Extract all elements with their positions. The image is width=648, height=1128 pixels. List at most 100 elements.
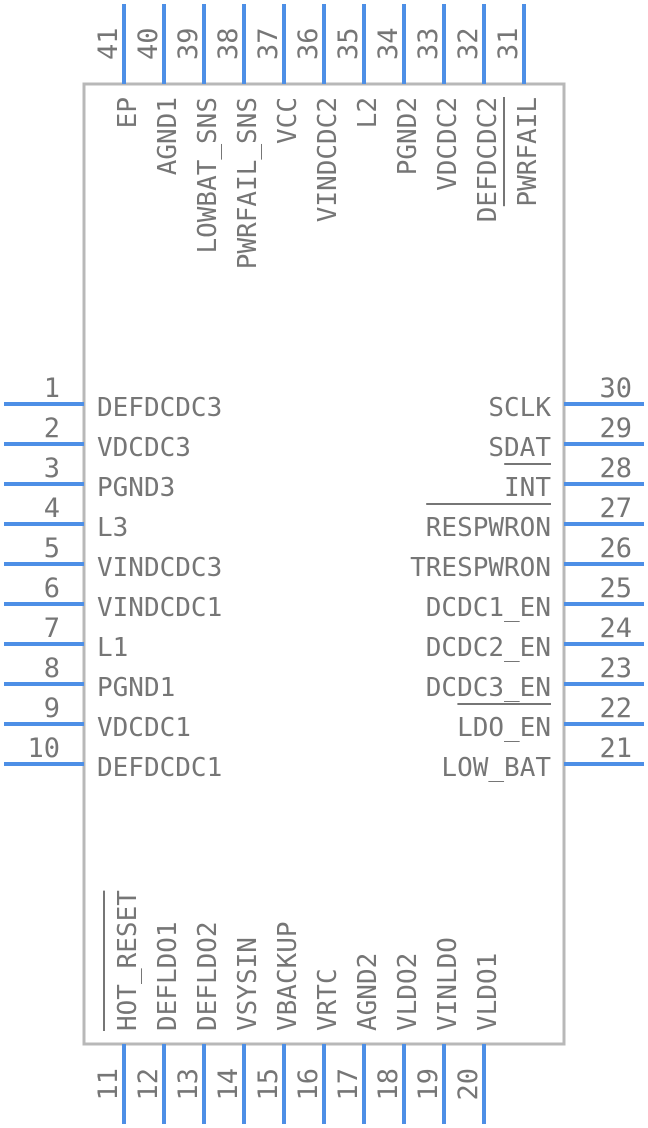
pin-number: 1 [44, 373, 60, 404]
pin-label: VINDCDC2 [313, 97, 343, 222]
pin-number: 10 [27, 733, 60, 764]
pin-number: 38 [213, 27, 244, 60]
pin-label: VINDCDC3 [97, 553, 222, 583]
pin-number: 6 [44, 573, 60, 604]
pin-label: DEFLDO1 [153, 921, 183, 1031]
pin-number: 9 [44, 693, 60, 724]
pin-label: PWRFAIL_SNS [233, 97, 263, 269]
pin-number: 7 [44, 613, 60, 644]
pin-label: VSYSIN [233, 937, 263, 1031]
pin-label: DCDC1_EN [426, 593, 551, 623]
pin-label: LOWBAT_SNS [193, 97, 223, 254]
pin-number: 36 [293, 27, 324, 60]
ic-body [82, 82, 566, 1046]
pin-number: 25 [599, 573, 632, 604]
pin-7: 7L1 [4, 613, 128, 663]
pin-label: VDCDC3 [97, 433, 191, 463]
pin-number: 16 [293, 1068, 324, 1101]
pin-number: 17 [333, 1068, 364, 1101]
pin-label: EP [113, 97, 143, 128]
pin-label: VCC [273, 97, 303, 144]
pin-number: 24 [599, 613, 632, 644]
pin-label: DCDC2_EN [426, 633, 551, 663]
pin-label: TRESPWRON [410, 553, 551, 583]
pin-number: 31 [493, 27, 524, 60]
pin-label: VDCDC2 [433, 97, 463, 191]
pin-number: 39 [173, 27, 204, 60]
pin-19: 19 VINLDO [413, 937, 463, 1124]
pin-number: 19 [413, 1068, 444, 1101]
pin-4: 4L3 [4, 493, 128, 543]
pin-number: 5 [44, 533, 60, 564]
pin-number: 37 [253, 27, 284, 60]
pin-label: RESPWRON [426, 513, 551, 543]
pin-number: 29 [599, 413, 632, 444]
pin-number: 11 [93, 1068, 124, 1101]
pin-11: 11 HOT_RESET [93, 890, 143, 1124]
pin-label: L3 [97, 513, 128, 543]
pin-number: 41 [93, 27, 124, 60]
pin-number: 30 [599, 373, 632, 404]
pins-layer: 1DEFDCDC32VDCDC33PGND34L35VINDCDC36VINDC… [4, 4, 644, 1124]
pin-label: SDAT [488, 433, 551, 463]
pin-label: AGND2 [353, 953, 383, 1031]
pin-label: LDO_EN [457, 713, 551, 743]
pin-label: PGND1 [97, 673, 175, 703]
pin-number: 12 [133, 1068, 164, 1101]
pin-number: 3 [44, 453, 60, 484]
pin-number: 8 [44, 653, 60, 684]
pin-number: 32 [453, 27, 484, 60]
pin-18: 18 VLDO2 [373, 953, 423, 1124]
pin-number: 40 [133, 27, 164, 60]
pin-label: HOT_RESET [113, 890, 143, 1031]
pin-label: INT [504, 473, 551, 503]
pin-label: VLDO2 [393, 953, 423, 1031]
pin-label: DCDC3_EN [426, 673, 551, 703]
pin-label: AGND1 [153, 97, 183, 175]
pin-17: 17 AGND2 [333, 953, 383, 1124]
pin-label: PGND3 [97, 473, 175, 503]
pin-number: 2 [44, 413, 60, 444]
pin-label: VRTC [313, 968, 343, 1031]
pin-number: 18 [373, 1068, 404, 1101]
pin-label: VDCDC1 [97, 713, 191, 743]
pin-label: SCLK [488, 393, 551, 423]
pin-number: 33 [413, 27, 444, 60]
pin-label: DEFLDO2 [193, 921, 223, 1031]
pin-number: 34 [373, 27, 404, 60]
pin-number: 20 [453, 1068, 484, 1101]
pin-label: VINDCDC1 [97, 593, 222, 623]
pin-label: VINLDO [433, 937, 463, 1031]
pin-number: 27 [599, 493, 632, 524]
pin-label: L1 [97, 633, 128, 663]
pin-number: 35 [333, 27, 364, 60]
pin-12: 12 DEFLDO1 [133, 921, 183, 1124]
pin-label: VLDO1 [473, 953, 503, 1031]
pin-label: L2 [353, 97, 383, 128]
